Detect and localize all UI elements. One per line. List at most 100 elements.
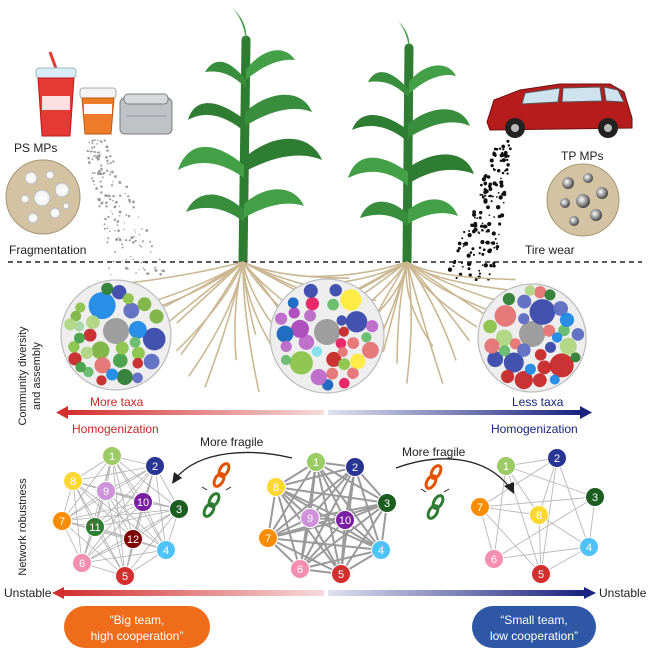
ps-particle — [105, 205, 108, 208]
tp-particle — [481, 264, 484, 266]
tp-particle — [467, 233, 472, 238]
taxon-bubble — [524, 285, 536, 296]
taxon-bubble — [106, 368, 119, 381]
tp-particle — [491, 195, 494, 198]
network-edge — [72, 480, 83, 564]
tp-particle — [472, 212, 477, 217]
taxon-bubble — [338, 326, 349, 337]
ps-particle — [110, 274, 112, 276]
ps-particle — [124, 266, 128, 270]
ps-particle — [87, 161, 91, 164]
corn-plant-left-icon — [178, 6, 322, 267]
ps-particle — [146, 272, 149, 275]
network-edge — [61, 520, 167, 551]
taxon-bubble — [336, 315, 347, 326]
ps-particle — [140, 261, 143, 264]
ps-particle — [128, 239, 131, 242]
network-node-label: 11 — [89, 522, 100, 534]
ps-particle — [133, 235, 135, 238]
ps-particle — [100, 141, 103, 144]
taxon-bubble — [543, 324, 556, 337]
taxon-bubble — [570, 352, 581, 363]
taxon-bubble — [83, 328, 97, 342]
tp-particle — [490, 163, 494, 168]
tp-particle — [495, 196, 498, 198]
tp-particle — [493, 168, 496, 172]
network-node — [306, 452, 326, 472]
ps-particle — [91, 158, 94, 161]
network-node — [266, 477, 286, 497]
less-taxa-label: Less taxa — [512, 395, 564, 409]
tp-particle — [499, 159, 503, 163]
taxon-bubble — [280, 354, 292, 366]
tp-particle — [481, 228, 484, 232]
network-node-label: 6 — [79, 558, 85, 570]
tp-particle — [501, 171, 505, 175]
network-edge — [124, 465, 156, 577]
tp-particle — [489, 264, 493, 268]
network-node — [85, 517, 105, 537]
tp-particle — [447, 267, 453, 272]
unstable-arrow-right — [328, 587, 596, 599]
network-node-label: 5 — [122, 571, 128, 583]
tp-particle — [478, 269, 481, 272]
ps-particle — [159, 273, 162, 276]
ps-particle — [116, 221, 118, 224]
tp-particle — [472, 253, 476, 256]
ps-particle — [91, 139, 94, 143]
drink-cup-icon — [35, 51, 77, 137]
ps-particle — [139, 244, 141, 247]
taxon-bubble — [310, 369, 327, 386]
ps-particle — [130, 255, 132, 258]
ps-particle — [96, 172, 100, 175]
tp-particle — [506, 158, 509, 162]
ps-particle — [94, 151, 97, 153]
tp-particle — [481, 252, 485, 256]
ps-particle — [118, 181, 122, 184]
network-node-label: 10 — [339, 515, 351, 527]
tp-particle — [496, 169, 501, 173]
taxon-bubble — [74, 332, 85, 344]
ps-particle — [91, 146, 94, 149]
network-edge — [299, 549, 382, 570]
network-node — [123, 529, 143, 549]
tp-particle — [491, 159, 494, 162]
network-edge — [275, 486, 388, 504]
ps-particle — [105, 201, 108, 205]
ps-particle — [141, 240, 144, 243]
broken-chain-right-icon — [420, 464, 450, 520]
tp-particle — [494, 183, 499, 187]
taxon-bubble — [122, 293, 134, 305]
tp-particle — [463, 242, 467, 246]
tp-particle — [502, 148, 505, 151]
ps-particle — [112, 181, 114, 183]
ps-particle — [114, 251, 117, 254]
ps-particle — [100, 164, 103, 167]
network-node — [579, 537, 599, 557]
ps-particle — [98, 151, 100, 154]
root-strand — [310, 261, 408, 278]
taxon-bubble — [96, 375, 107, 386]
network-edge — [267, 537, 342, 575]
taxon-bubble — [553, 301, 568, 316]
network-node-label: 3 — [176, 504, 182, 516]
network-edge — [493, 496, 596, 560]
tp-particle — [492, 264, 496, 268]
taxon-bubble — [545, 341, 556, 353]
network-node-label: 5 — [538, 569, 544, 581]
ps-particle — [141, 228, 143, 230]
network-edge — [340, 502, 388, 575]
root-strand — [153, 261, 244, 310]
ps-particle — [118, 237, 120, 239]
tp-particle — [508, 147, 512, 151]
ps-particle — [135, 272, 137, 274]
network-edge — [267, 461, 317, 539]
network-node-label: 7 — [477, 502, 483, 514]
tp-particle — [491, 241, 496, 246]
taxon-bubble — [529, 299, 556, 325]
taxon-bubble — [131, 346, 145, 360]
ps-particle — [125, 239, 128, 242]
ps-microplastic-circle — [5, 159, 81, 235]
